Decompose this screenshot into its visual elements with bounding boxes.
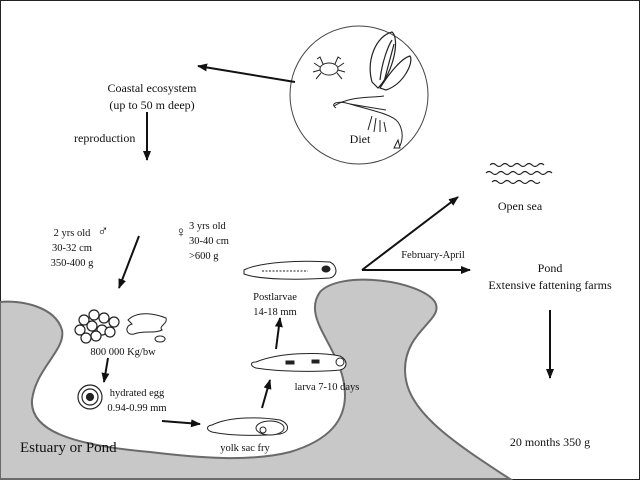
female-symbol-icon: ♀ [175,225,187,241]
oil-droplet-icon [126,313,167,343]
eggs-label: 800 000 Kg/bw [90,347,156,358]
egg-mass-icon [74,309,120,344]
male-symbol-icon: ♂ [97,224,109,240]
postlarvae-label: Postlarvae 14-18 mm [245,290,305,320]
male-age: 2 yrs old [53,228,91,239]
open-sea-label: Open sea [497,199,543,213]
coastal-ecosystem-label: Coastal ecosystem (up to 50 m deep) [92,80,212,114]
pond-line1: Pond [537,261,563,275]
female-stats-label: 3 yrs old 30-40 cm >600 g [189,219,239,264]
arrow-diet-to-coastal [197,63,296,83]
male-stats-label: 2 yrs old 30-32 cm 350-400 g [44,226,100,271]
arrow-to-open-sea [361,196,459,271]
mussel-icon [369,31,412,91]
yolk-sac-fry-icon [207,417,288,436]
diet-label: Diet [349,132,371,146]
arrow-to-yolk-sac-fry [161,419,201,428]
larva-label: larva 7-10 days [294,382,360,393]
female-length: 30-40 cm [189,236,229,247]
male-weight: 350-400 g [50,258,94,269]
diet-circle [289,25,429,165]
coastal-line2: (up to 50 m deep) [109,98,195,112]
male-length: 30-32 cm [52,243,92,254]
yolk-sac-fry-label: yolk sac fry [220,443,270,454]
crab-icon [312,56,346,80]
hydrated-egg-icon [77,384,103,410]
pond-label: Pond Extensive fattening farms [478,260,622,294]
shrimp-icon [333,95,403,149]
hydrated-egg-line1: hydrated egg [109,388,165,399]
female-age: 3 yrs old [189,221,226,232]
postlarvae-line1: Postlarvae [253,292,297,303]
postlarvae-icon [243,260,337,280]
estuary-label: Estuary or Pond [20,440,117,456]
flow-arrows [101,63,554,428]
waves-icon [485,162,553,185]
female-weight: >600 g [189,251,219,262]
pond-line2: Extensive fattening farms [488,278,612,292]
shore-region-left [0,278,514,480]
reproduction-label: reproduction [74,131,136,145]
hydrated-egg-line2: 0.94-0.99 mm [107,403,167,414]
coastal-line1: Coastal ecosystem [107,81,197,95]
harvest-label: 20 months 350 g [509,435,591,449]
arrow-to-eggs [118,235,140,289]
migration-label: February-April [401,250,465,261]
arrow-to-larva [261,379,272,409]
hydrated-egg-label: hydrated egg 0.94-0.99 mm [106,386,168,416]
arrow-to-postlarvae [274,317,283,350]
postlarvae-line2: 14-18 mm [253,307,297,318]
larva-icon [251,353,347,372]
arrow-to-hydrated-egg [101,357,110,383]
